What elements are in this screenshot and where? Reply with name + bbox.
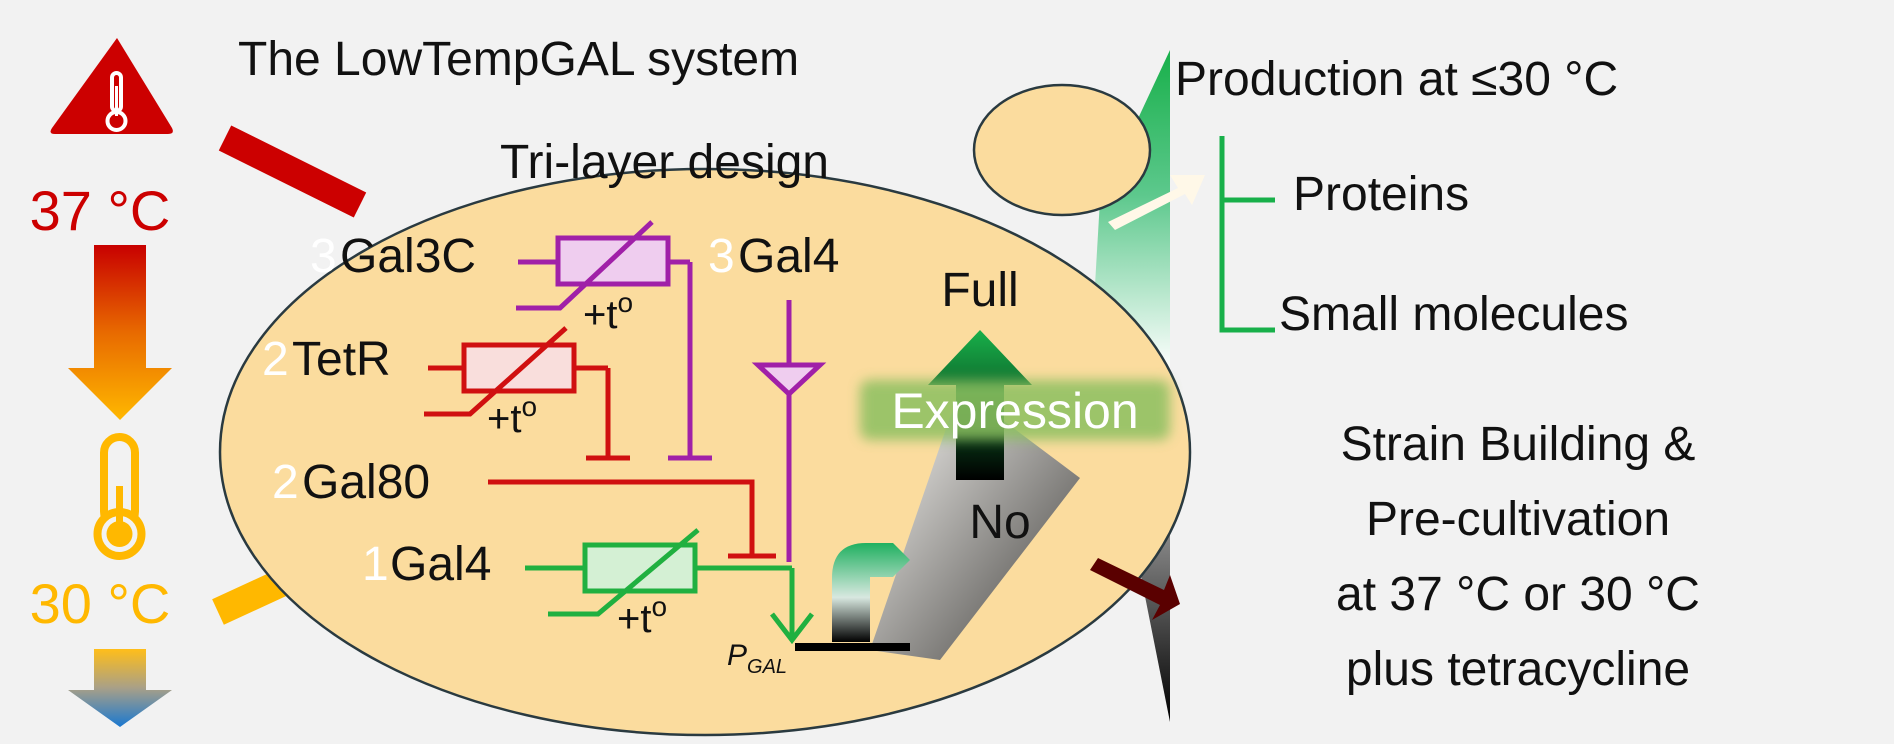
gene-gal4-layer1-layer: 1	[362, 538, 389, 591]
expression-label: Expression	[891, 383, 1138, 439]
yeast-bud	[972, 83, 1152, 217]
gene-gal3c-layer: 3	[310, 230, 337, 283]
gene-gal4-layer1-label: Gal4	[390, 538, 491, 591]
transcription-start-icon	[832, 543, 910, 642]
gal4-thermosensor-icon	[525, 528, 814, 645]
gene-gal4-layer3-layer: 3	[708, 230, 735, 283]
temp-low-label: 30 °C	[30, 572, 171, 635]
promoter-label: PGAL	[727, 639, 787, 678]
hot-connector	[218, 125, 367, 218]
temp-high-label: 37 °C	[30, 179, 171, 242]
design-label: Tri-layer design	[500, 136, 829, 189]
strain-line-2: Pre-cultivation	[1366, 493, 1670, 546]
gene-tetr-layer: 2	[262, 333, 289, 386]
expression-no-label: No	[969, 496, 1030, 549]
thermometer-icon	[93, 433, 146, 560]
strain-arrow-icon	[1090, 558, 1180, 620]
gene-gal80-label: Gal80	[302, 456, 430, 509]
gene-gal3c-label: Gal3C	[340, 230, 476, 283]
production-item-small-molecules: Small molecules	[1279, 288, 1628, 341]
expression-beam	[870, 388, 1080, 660]
strain-line-3: at 37 °C or 30 °C	[1336, 568, 1700, 621]
tetr-thermosensor-icon	[424, 326, 630, 461]
gal3c-temp-label: +to	[583, 287, 633, 337]
gene-gal4-layer3-label: Gal4	[738, 230, 839, 283]
further-cooling-arrow-icon	[68, 649, 172, 727]
hot-warning-icon	[50, 38, 173, 134]
production-heading: Production at ≤30 °C	[1175, 53, 1618, 106]
production-tree-icon	[1219, 136, 1275, 333]
gal3c-thermosensor-icon	[516, 220, 712, 461]
gal4-activator-icon	[751, 300, 827, 562]
diagram-title: The LowTempGAL system	[238, 33, 799, 86]
gal4-temp-label: +to	[617, 591, 667, 641]
production-arrow-icon	[1108, 175, 1205, 230]
strain-line-4: plus tetracycline	[1346, 643, 1690, 696]
gene-tetr-label: TetR	[292, 333, 391, 386]
production-item-proteins: Proteins	[1293, 168, 1469, 221]
gal80-repression-icon	[488, 479, 776, 559]
production-wedge	[1090, 50, 1170, 370]
expression-full-label: Full	[941, 264, 1018, 317]
gene-gal80-layer: 2	[272, 456, 299, 509]
tetr-temp-label: +to	[487, 391, 537, 441]
cooling-arrow-icon	[68, 245, 172, 420]
expression-label-glow	[860, 380, 1170, 440]
strain-line-1: Strain Building &	[1341, 418, 1696, 471]
